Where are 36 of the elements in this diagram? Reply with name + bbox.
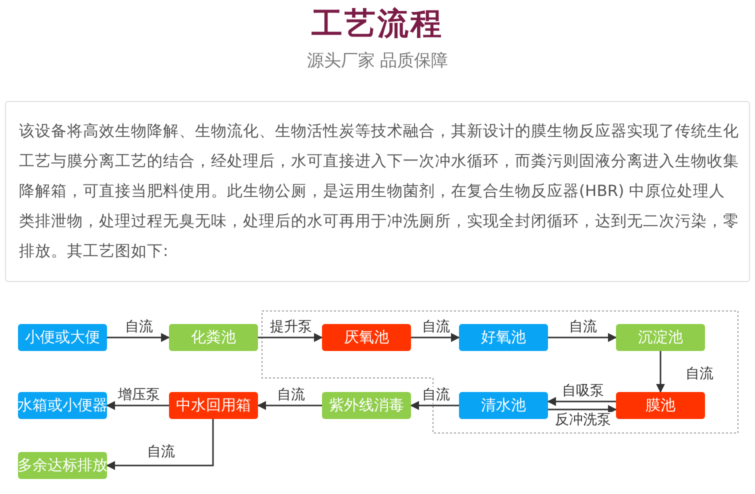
process-box: 清水池 xyxy=(459,392,548,419)
edge-label: 提升泵 xyxy=(269,318,313,334)
edge-label: 自流 xyxy=(421,318,451,334)
process-box: 水箱或小便器 xyxy=(18,392,107,419)
arrow xyxy=(257,401,322,410)
process-box: 厌氧池 xyxy=(322,324,411,351)
arrow xyxy=(107,333,170,342)
arrow xyxy=(548,333,617,342)
process-box: 中水回用箱 xyxy=(169,392,258,419)
edge-label: 自流 xyxy=(684,366,714,382)
title: 工艺流程 xyxy=(310,5,444,44)
subtitle: 源头厂家 品质保障 xyxy=(306,50,450,72)
arrow xyxy=(656,351,665,393)
edge-label: 自流 xyxy=(276,386,306,402)
edge-label: 自吸泵 xyxy=(561,382,605,398)
arrow xyxy=(548,405,617,414)
edge-label: 增压泵 xyxy=(117,386,161,402)
edge-label: 自流 xyxy=(421,386,451,402)
arrow xyxy=(258,333,323,342)
edge-label: 自流 xyxy=(146,444,176,460)
arrow xyxy=(410,401,459,410)
process-box: 好氧池 xyxy=(459,324,548,351)
arrow xyxy=(547,397,616,406)
edge-label: 自流 xyxy=(568,318,598,334)
process-box: 紫外线消毒 xyxy=(322,392,411,419)
description-paragraph: 该设备将高效生物降解、生物流化、生物活性炭等技术融合，其新设计的膜生物反应器实现了传统生化工艺与膜分离工艺的结合，经处理后，水可直接进入下一次冲水循环，而粪污则固液分离进入生物收集降解箱，可直接当肥料使用。此生物公厕，是运用生物菌剂，在复合生物反应器(HBR) 中原位处理人类排泄物，处理过程无臭无味，处理后的水可再用于冲洗厕所，实现全封闭循环，达到无二次污染，零排放。其工艺图如下: xyxy=(19,121,740,262)
arrow xyxy=(106,419,214,470)
arrow xyxy=(106,401,169,410)
process-box: 化粪池 xyxy=(169,324,258,351)
process-box: 多余达标排放 xyxy=(18,452,107,479)
arrow xyxy=(411,333,460,342)
process-box: 小便或大便 xyxy=(18,324,107,351)
process-box: 沉淀池 xyxy=(616,324,705,351)
edge-label: 反冲洗泵 xyxy=(554,412,612,428)
edge-label: 自流 xyxy=(124,318,154,334)
process-box: 膜池 xyxy=(616,392,705,419)
